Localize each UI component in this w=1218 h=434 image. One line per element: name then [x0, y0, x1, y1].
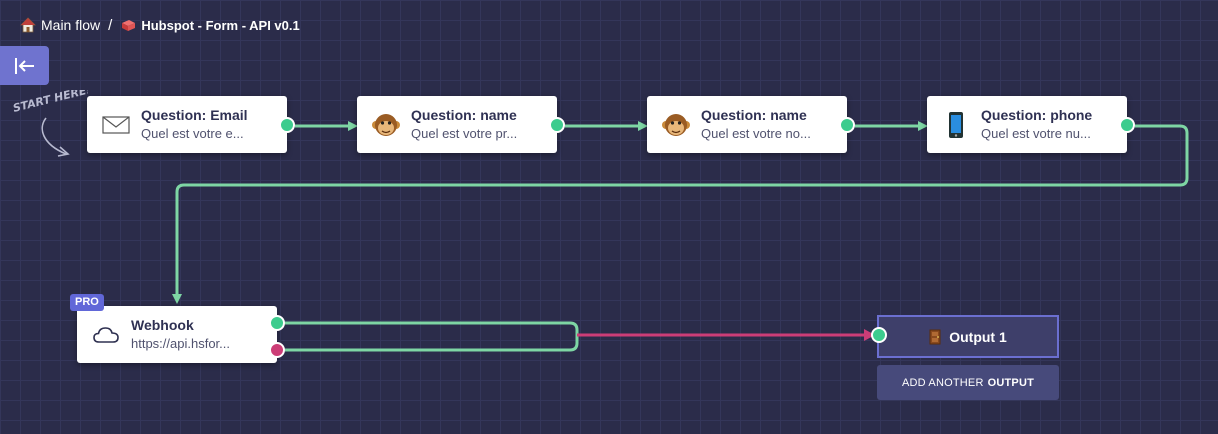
- webhook-failure-port[interactable]: [269, 342, 285, 358]
- cloud-icon: [91, 320, 121, 350]
- breadcrumb-current-flow: Hubspot - Form - API v0.1: [141, 17, 300, 33]
- add-another-output-button[interactable]: ADD ANOTHER OUTPUT: [877, 365, 1059, 400]
- door-icon: [929, 329, 943, 345]
- node-title: Webhook: [131, 317, 194, 333]
- start-here-label: START HERE!: [12, 90, 88, 115]
- node-subtitle: https://api.hsfor...: [131, 336, 230, 351]
- monkey-face-icon: [661, 110, 691, 140]
- node-title: Question: name: [411, 107, 517, 123]
- node-question-name-2[interactable]: Question: name Quel est votre no...: [647, 96, 847, 153]
- output-label: Output 1: [949, 328, 1007, 345]
- connection-webhook-success: [285, 321, 579, 331]
- webhook-success-port[interactable]: [269, 315, 285, 331]
- node-name-2-output-port[interactable]: [839, 117, 855, 133]
- mobile-phone-icon: [941, 110, 971, 140]
- node-subtitle: Quel est votre pr...: [411, 126, 518, 141]
- monkey-face-icon: [371, 110, 401, 140]
- add-output-bold: OUTPUT: [987, 376, 1035, 389]
- brick-icon: [120, 17, 136, 33]
- node-title: Question: phone: [981, 107, 1093, 123]
- node-question-email[interactable]: Question: Email Quel est votre e...: [87, 96, 287, 153]
- node-title: Question: Email: [141, 107, 248, 123]
- node-email-output-port[interactable]: [279, 117, 295, 133]
- node-subtitle: Quel est votre nu...: [981, 126, 1091, 141]
- output-node[interactable]: Output 1: [877, 315, 1059, 358]
- collapse-sidebar-button[interactable]: [0, 46, 49, 85]
- node-subtitle: Quel est votre e...: [141, 126, 244, 141]
- start-here-arrow-icon: [41, 117, 67, 155]
- breadcrumb-separator: /: [108, 16, 113, 34]
- pro-badge: PRO: [70, 294, 104, 311]
- arrow-left-to-bar-icon: [14, 57, 34, 74]
- start-here-hint: START HERE!: [8, 83, 92, 166]
- node-title: Question: name: [701, 107, 807, 123]
- add-output-prefix: ADD ANOTHER: [901, 376, 984, 389]
- breadcrumb-main-flow[interactable]: Main flow: [41, 17, 101, 33]
- node-question-name-1[interactable]: Question: name Quel est votre pr...: [357, 96, 557, 153]
- house-icon[interactable]: [20, 17, 36, 33]
- output-input-port[interactable]: [871, 327, 887, 343]
- node-question-phone[interactable]: Question: phone Quel est votre nu...: [927, 96, 1127, 153]
- breadcrumb: Main flow / Hubspot - Form - API v0.1: [20, 14, 300, 36]
- node-name-1-output-port[interactable]: [549, 117, 565, 133]
- envelope-icon: [101, 110, 131, 140]
- node-phone-output-port[interactable]: [1119, 117, 1135, 133]
- node-webhook[interactable]: Webhook https://api.hsfor...: [77, 306, 277, 363]
- node-subtitle: Quel est votre no...: [701, 126, 811, 141]
